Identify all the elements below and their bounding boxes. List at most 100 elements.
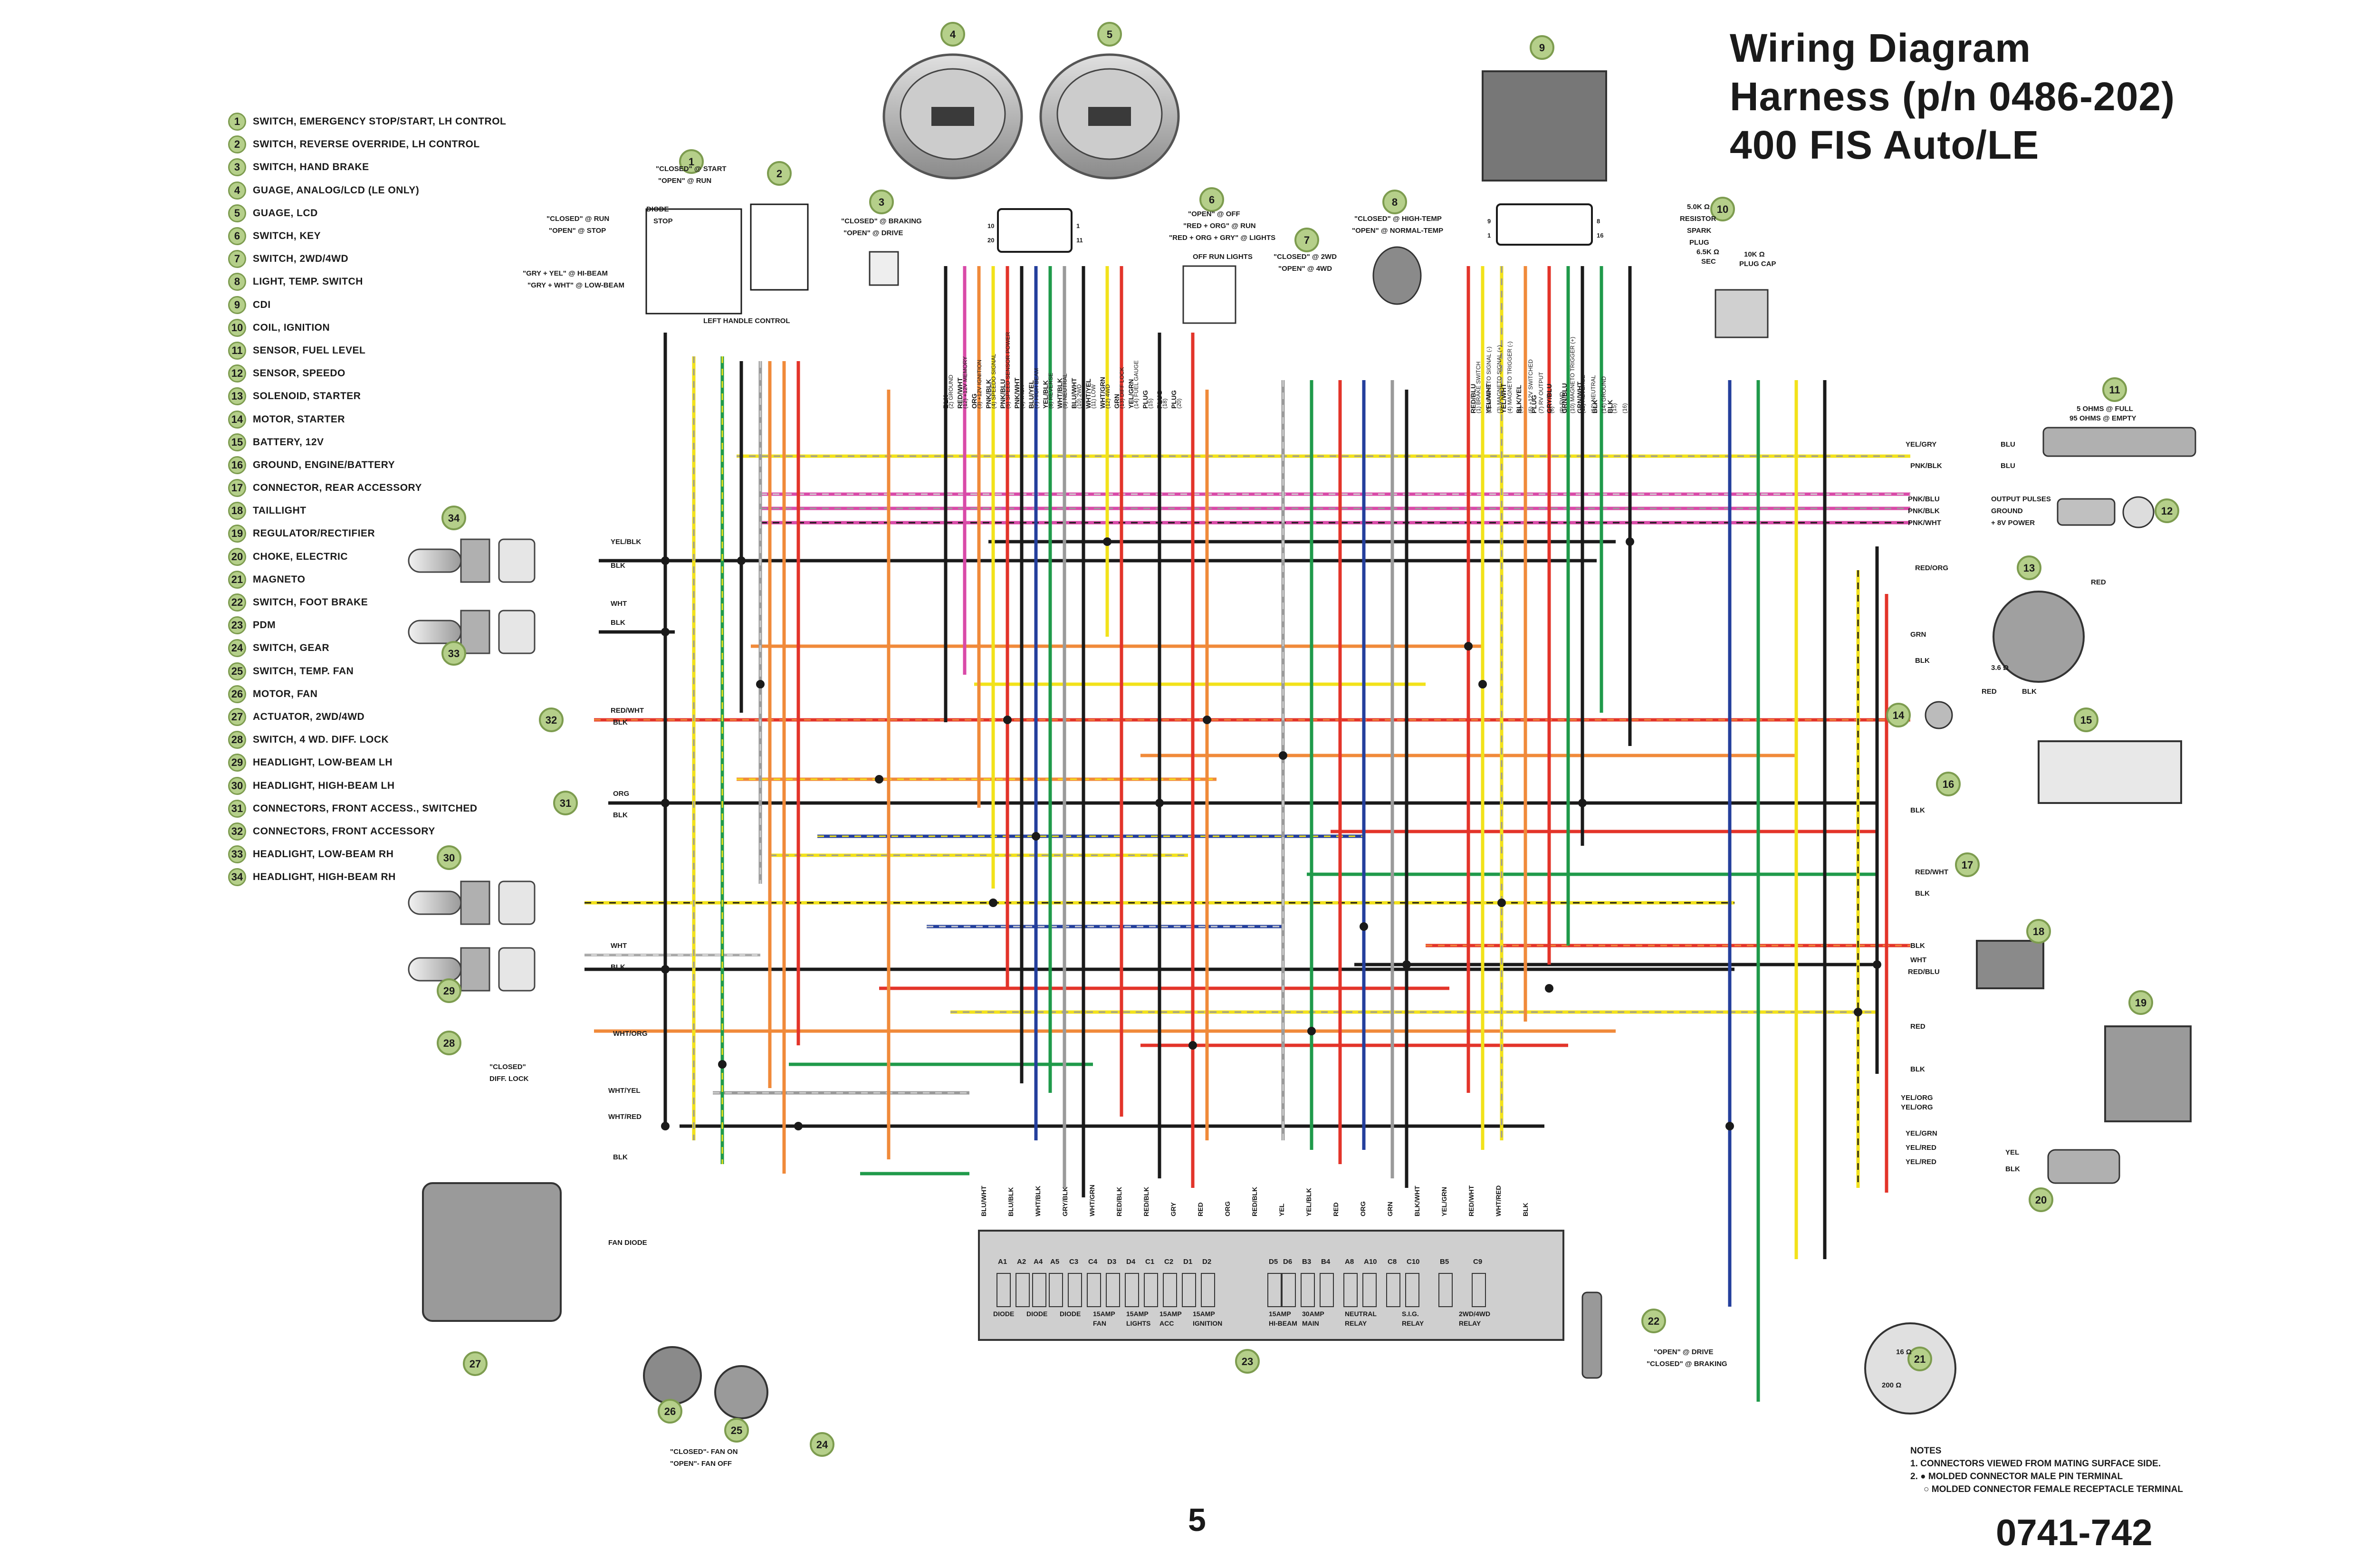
annotation-text: "OPEN" @ RUN <box>658 177 711 185</box>
wire-label: BLU <box>2001 462 2015 470</box>
wire-label: RED <box>2091 578 2106 586</box>
headlight-base <box>460 947 490 992</box>
annotation-text: "RED + ORG" @ RUN <box>1183 222 1256 230</box>
gauge-pin-function: (2) GROUND <box>948 374 954 409</box>
splice-dot <box>661 1122 670 1130</box>
pdm-wire-label: GRY <box>1169 1202 1177 1216</box>
callout-tag-circle <box>1235 1349 1260 1374</box>
notes-line-2: 2. ● MOLDED CONNECTOR MALE PIN TERMINAL <box>1910 1472 2123 1482</box>
pdm-slot-id: A4 <box>1034 1258 1043 1266</box>
pdm-slot-id: D4 <box>1126 1258 1136 1266</box>
pdm-slot-id: C4 <box>1088 1258 1098 1266</box>
gauge-wire-label: PLUG <box>1156 390 1163 409</box>
pdm-slot-id: C8 <box>1388 1258 1397 1266</box>
wire-label: WHT <box>611 600 627 608</box>
wire-label: BLK <box>613 718 628 727</box>
headlight-low-beam-lh <box>408 947 536 992</box>
pdm-relay-label: DIODE <box>1060 1310 1081 1318</box>
legend-label: SWITCH, KEY <box>253 230 321 242</box>
wire-label: YEL/RED <box>1906 1158 1936 1166</box>
pdm-relay-slot <box>1320 1273 1334 1307</box>
callout-tag-number: 9 <box>1539 42 1545 54</box>
legend-number: 20 <box>228 547 246 566</box>
cdi-pin-number: 16 <box>1597 232 1603 239</box>
legend-label: MOTOR, STARTER <box>253 413 345 425</box>
regulator-rectifier <box>2104 1025 2192 1122</box>
legend-label: SOLENOID, STARTER <box>253 391 361 402</box>
pdm-relay-slot <box>1106 1273 1120 1307</box>
pdm-slot-id: C2 <box>1164 1258 1173 1266</box>
callout-tag-circle <box>2029 1187 2053 1212</box>
callout-tag-number: 4 <box>950 29 956 40</box>
pdm-wire-label: BLK/WHT <box>1413 1186 1421 1216</box>
annotation-text: LEFT HANDLE CONTROL <box>703 317 790 325</box>
gauge-wire-label: BLK <box>942 395 949 409</box>
pdm-wire-label: WHT/RED <box>1495 1186 1502 1216</box>
annotation-text: 6.5K Ω <box>1696 248 1719 256</box>
headlight-bulb <box>408 620 462 644</box>
gauge-pin-function: (6) TACH <box>1019 385 1025 409</box>
callout-tag-number: 19 <box>2135 997 2146 1009</box>
gauge-wire-label: BLU/YEL <box>1027 380 1035 409</box>
electric-choke <box>2047 1149 2120 1184</box>
pdm-wire-label: RED/BLK <box>1251 1187 1258 1216</box>
annotation-text: "CLOSED"- FAN ON <box>670 1448 738 1456</box>
cdi-wire-label: GRN/WHT <box>1576 382 1583 413</box>
cdi-pin-function: (8) <box>1548 406 1555 413</box>
cdi-wire-label: YEL/WHT <box>1500 383 1507 413</box>
callout-tag-circle <box>658 1399 682 1424</box>
legend-label: CONNECTOR, REAR ACCESSORY <box>253 482 422 494</box>
gauge-pin-function: (5) SPEED SENSOR POWER <box>1005 332 1011 409</box>
legend-label: GUAGE, ANALOG/LCD (LE ONLY) <box>253 184 420 196</box>
pdm-relay-slot <box>1068 1273 1082 1307</box>
callout-tag-circle <box>1097 22 1122 47</box>
callout-tag-number: 29 <box>443 985 455 997</box>
pdm-relay-label: DIODE <box>993 1310 1014 1318</box>
wire-label: YEL/ORG <box>1901 1103 1933 1111</box>
gauge-wire-label: ORG <box>970 393 978 409</box>
gauge-wire-label: WHT/GRN <box>1099 377 1106 409</box>
legend-label: SWITCH, FOOT BRAKE <box>253 597 368 608</box>
pdm-wire-label: WHT/GRN <box>1088 1185 1096 1216</box>
callout-tag-circle <box>2074 708 2098 732</box>
callout-tag-number: 26 <box>664 1405 676 1417</box>
temp-light-switch <box>1372 246 1422 305</box>
callout-tag-circle <box>679 149 704 174</box>
annotation-text: 5.0K Ω <box>1687 203 1710 211</box>
temp-fan-switch <box>714 1365 768 1419</box>
splice-dot <box>1155 799 1164 807</box>
gauge-pin-function: (8) REVERSE <box>1047 373 1054 409</box>
headlight-plug <box>498 947 536 992</box>
cdi-pin-number: 9 <box>1487 218 1491 225</box>
pdm-relay-slot <box>1049 1273 1063 1307</box>
callout-tag-circle <box>1907 1347 1932 1371</box>
actuator-2wd-4wd <box>422 1182 562 1322</box>
callout-tag-number: 14 <box>1893 709 1905 721</box>
gauge-wire-label: YEL/GRN <box>1127 379 1135 409</box>
gauge-pin-function: (18) <box>1161 399 1168 409</box>
legend-label: CONNECTORS, FRONT ACCESS., SWITCHED <box>253 803 478 814</box>
key-switch <box>1182 265 1236 324</box>
callout-tag-number: 33 <box>448 648 460 660</box>
splice-dot <box>1103 537 1111 546</box>
wire-label: RED/WHT <box>1915 868 1948 876</box>
pdm-slot-id: D1 <box>1183 1258 1192 1266</box>
cdi-wire-label: BLK <box>1606 400 1614 413</box>
legend-number: 32 <box>228 822 246 841</box>
annotation-text: "CLOSED" @ START <box>656 165 727 173</box>
gauge-wire-label: PNK/BLU <box>999 379 1006 409</box>
splice-dot <box>1279 751 1287 760</box>
gauge-wire-label: PNK/BLK <box>985 379 992 409</box>
cdi-pin-function: (10) MAGNETO TRIGGER (+) <box>1569 337 1576 413</box>
splice-dot <box>718 1060 727 1069</box>
annotation-text: PLUG <box>1689 239 1709 247</box>
pdm-relay-label: 15AMP <box>1193 1310 1215 1318</box>
